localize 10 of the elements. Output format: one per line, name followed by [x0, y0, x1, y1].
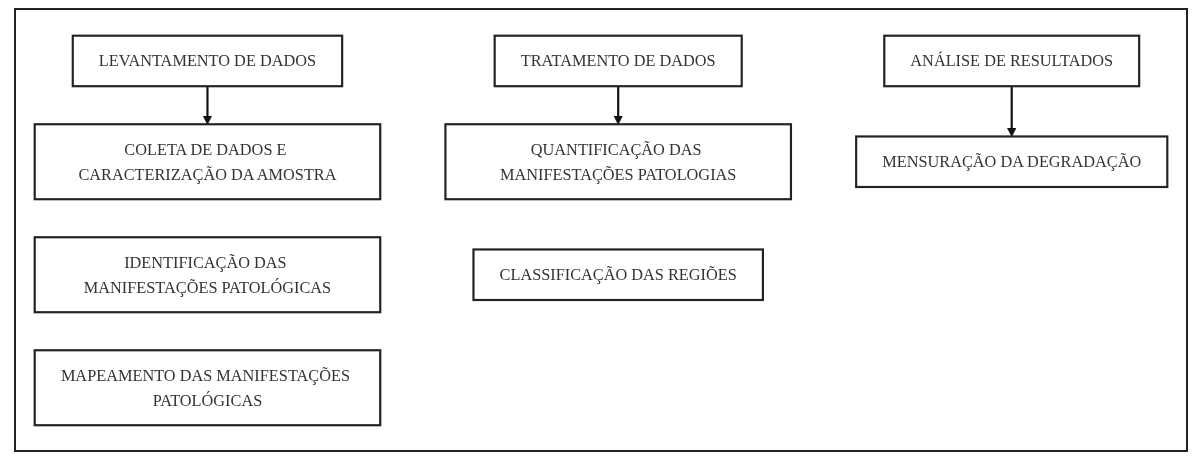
node-box: TRATAMENTO DE DADOS — [493, 34, 743, 87]
node-box: ANÁLISE DE RESULTADOS — [883, 34, 1141, 87]
node-box: QUANTIFICAÇÃO DAS MANIFESTAÇÕES PATOLOGIAS — [444, 122, 793, 200]
node-box: LEVANTAMENTO DE DADOS — [71, 34, 344, 87]
node-box: COLETA DE DADOS E CARACTERIZAÇÃO DA AMOSTRA — [33, 122, 382, 200]
node-box: MENSURAÇÃO DA DEGRADAÇÃO — [855, 134, 1169, 188]
node-box: CLASSIFICAÇÃO DAS REGIÕES — [472, 247, 764, 301]
node-box: MAPEAMENTO DAS MANIFESTAÇÕES PATOLÓGICAS — [33, 348, 382, 426]
node-box: IDENTIFICAÇÃO DAS MANIFESTAÇÕES PATOLÓGICAS — [33, 235, 382, 313]
arrow — [1006, 85, 1017, 137]
